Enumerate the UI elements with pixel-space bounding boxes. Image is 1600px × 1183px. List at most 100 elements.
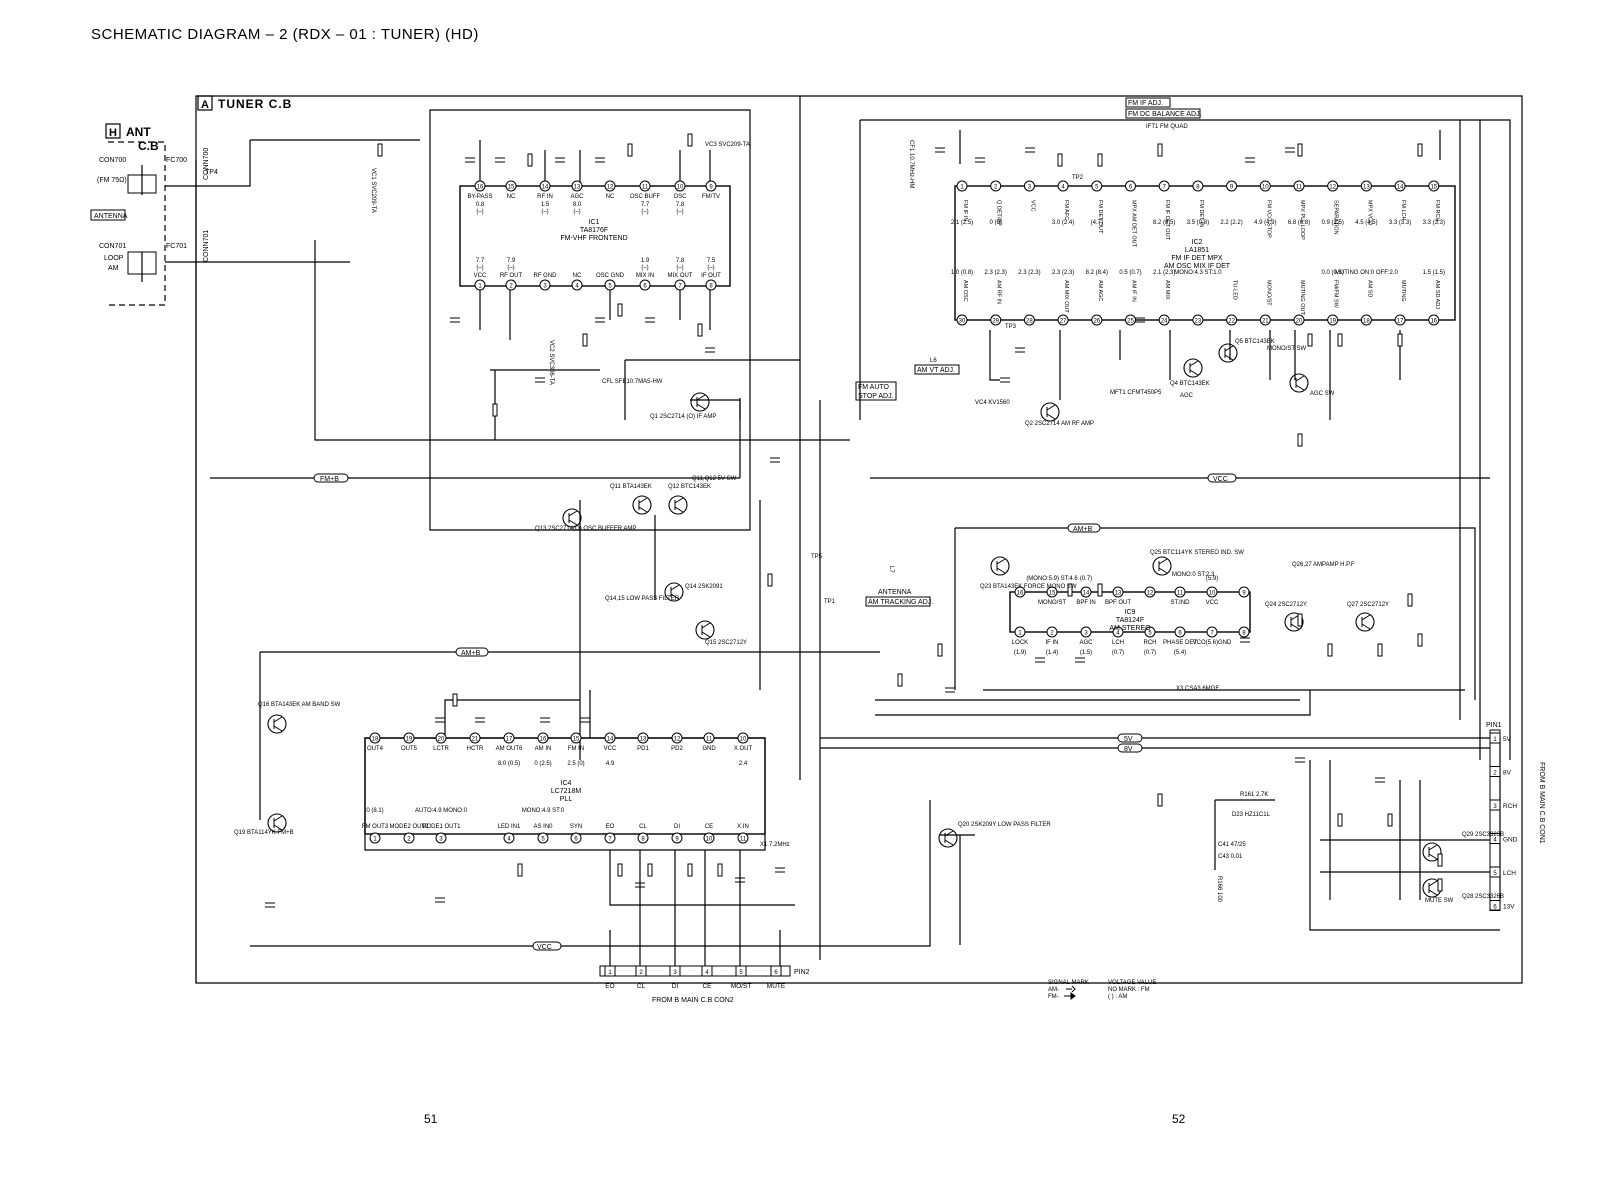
resistor-1: [527, 153, 533, 167]
capacitor-10: [535, 377, 545, 383]
ic2-pin-11-voltage: 6.8 (6.8): [1288, 220, 1310, 226]
ic4-pin-17-voltage: 8.0 (0.5): [498, 761, 520, 767]
con2-pin-3-name: DI: [672, 983, 679, 990]
capacitor-16: [1015, 347, 1025, 353]
resistor-10: [1157, 143, 1163, 157]
ic4-pin-9-name: DI: [674, 824, 680, 830]
con1-pin-6-num: 6: [1493, 905, 1497, 911]
ic-labels: IC1 TA8176F FM-VHF FRONTEND IC2 LA1851 F…: [551, 219, 1231, 803]
ic2-pin-1-voltage: 2.1 (2.5): [951, 220, 973, 226]
ic4-pin-3-name: MODE1 OUT1: [421, 824, 461, 830]
ic2-pin-15-name: FM RCH: [1434, 200, 1440, 221]
fc701-label: FC701: [166, 243, 187, 250]
capacitor-30: [435, 897, 445, 903]
ic9-pin-13: [1112, 586, 1124, 598]
board-a-label: A TUNER C.B: [197, 95, 292, 111]
resistor-33: [452, 693, 458, 707]
resistor-9: [1097, 153, 1103, 167]
ic2-pin-29-name: AM RF IN: [996, 280, 1002, 304]
ic4-pin-17: [503, 732, 515, 744]
ic2-pin-28: [1023, 314, 1035, 326]
part-q13-leads: [568, 510, 578, 526]
ic2-pin-15: [1428, 180, 1440, 192]
ic9-pin-2-num: 2: [1050, 631, 1054, 637]
resistor-16: [1297, 433, 1303, 447]
part-mft1-label: MFT1 CFMT450P5: [1110, 390, 1162, 396]
ic2-pin-15-num: 15: [1430, 185, 1437, 191]
ic2-pin-23-num: 23: [1195, 319, 1202, 325]
ic2-pin-4-num: 4: [1061, 185, 1065, 191]
ic2-pin-14-num: 14: [1397, 185, 1404, 191]
ic2-pin-25: [1125, 314, 1136, 326]
con2-pin-1-num: 1: [608, 970, 612, 976]
capacitor-19: [1035, 657, 1045, 663]
part-q12-label: Q12 BTC143EK: [668, 484, 711, 490]
ic9-pin-7: [1206, 626, 1218, 638]
antenna-tracking-label: ANTENNA: [878, 589, 912, 596]
amb-bus-wire: [259, 651, 880, 820]
ic2-pin-5: [1091, 180, 1103, 192]
part-q27-symbol: [1355, 612, 1375, 632]
ic1-pin-7-num: 7: [678, 284, 682, 290]
ic2-pin-27-name: AM MIX OUT: [1063, 280, 1069, 313]
ic4-pin-11: [737, 832, 749, 844]
part-agc_sw-label: AGC SW: [1310, 391, 1335, 397]
part-q12-symbol: [668, 495, 688, 515]
part-q19-label: Q19 BTA114YK FM+B: [234, 830, 294, 836]
ic9-pin-12-num: 12: [1147, 591, 1154, 597]
ic1-pin-14-name: RF IN: [537, 194, 553, 200]
ic4-pin-15-num: 15: [573, 737, 580, 743]
resistor-21: [1297, 613, 1303, 627]
part-q4-label: Q4 BTC143EK: [1170, 381, 1210, 387]
ic9-pin-15: [1046, 586, 1058, 598]
part-q28-label: Q28 2SC3326B: [1462, 894, 1504, 900]
ic9-pin-16-num: 16: [1017, 591, 1024, 597]
antenna-section: CON700 (FM 75Ω) ANTENNA CON701 LOOP AM F…: [90, 148, 218, 275]
ic4-pin-20: [435, 732, 447, 744]
ic2-pin-26-voltage: 8.2 (8.4): [1086, 270, 1108, 276]
ic2-pin-7-num: 7: [1163, 185, 1167, 191]
vcc-bus-wire: [250, 800, 931, 947]
ic2-pin-16-num: 16: [1430, 319, 1437, 325]
ic4-pin-3-voltage: AUTO:4.9 MONO:0: [415, 808, 468, 814]
part-agc_sw-leads: [1295, 375, 1305, 391]
ic2-pin-25-name: AM IF IN: [1131, 280, 1137, 302]
ic9-pin-9-num: 9: [1242, 591, 1246, 597]
ic4-pin-3-num: 3: [439, 837, 443, 843]
ic9-pin-4-voltage: (0.7): [1112, 650, 1124, 656]
ic1-pin-8: [705, 279, 717, 291]
ic2-pin-22: [1226, 314, 1238, 326]
ic1-pin-2-name: RF OUT: [500, 273, 523, 279]
capacitor-18: [1240, 637, 1250, 643]
ic2-pin-5-num: 5: [1095, 185, 1099, 191]
ic9-pin-3-voltage: (1.5): [1080, 650, 1092, 656]
stop-adj-label: STOP ADJ.: [858, 393, 894, 400]
ic4-pin-16-name: AM IN: [535, 746, 552, 752]
ic9-pin-6-voltage: (5.4): [1174, 650, 1186, 656]
ic9-pin-1-voltage: (1.9): [1014, 650, 1026, 656]
ic9-pin-2-name: IF IN: [1046, 640, 1059, 646]
ic2-pin-7: [1158, 180, 1170, 192]
ic2-pin-4-voltage: 3.0 (2.4): [1052, 220, 1074, 226]
capacitor-2: [555, 157, 565, 163]
ic2-pin-25-voltage: 0.5 (0.7): [1119, 270, 1141, 276]
ic1-pin-3-name: RF GND: [534, 273, 558, 279]
capacitor-12: [645, 317, 655, 323]
ic1-pin-6-num: 6: [643, 284, 647, 290]
part-q24-label: Q24 2SC2712Y: [1265, 602, 1307, 608]
resistor-19: [1417, 633, 1423, 647]
ic1-pin-13-voltage-am: (–): [573, 209, 580, 215]
ic4-pin-2-name: MODE2 OUT2: [389, 824, 429, 830]
part-q5-label: Q5 BTC143EK: [1235, 339, 1275, 345]
ic9-pin-9: [1238, 586, 1250, 598]
ic1-pin-13: [571, 180, 583, 192]
ic4-body: [364, 737, 766, 835]
part-q20-label: Q20 2SK209Y LOW PASS FILTER: [958, 822, 1051, 828]
ic1-pin-15-name: NC: [507, 194, 516, 200]
part-q11-leads: [638, 497, 648, 513]
board-a-name: TUNER C.B: [218, 97, 292, 111]
ic9-part: TA8124F: [1116, 617, 1144, 624]
ic2-pin-13-name: MPX VCO: [1366, 200, 1372, 226]
ic4-pin-14-num: 14: [607, 737, 614, 743]
part-q25-leads: [1158, 558, 1168, 574]
